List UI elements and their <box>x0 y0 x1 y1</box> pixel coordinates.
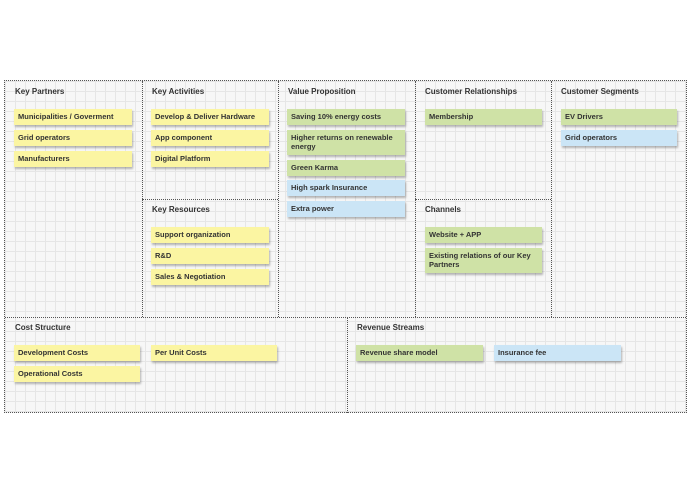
sticky-note[interactable]: Green Karma <box>287 160 405 176</box>
section-customer-relationships: Customer Relationships Membership <box>415 81 551 199</box>
section-cost-structure: Cost Structure Development Costs Operati… <box>5 317 347 413</box>
sticky-note[interactable]: Membership <box>425 109 542 125</box>
sticky-note[interactable]: Sales & Negotiation <box>151 269 269 285</box>
section-key-resources: Key Resources Support organization R&D S… <box>142 199 278 317</box>
divider-line <box>415 199 551 200</box>
sticky-note[interactable]: Website + APP <box>425 227 542 243</box>
sticky-note[interactable]: High spark Insurance <box>287 180 405 196</box>
sticky-note[interactable]: Saving 10% energy costs <box>287 109 405 125</box>
section-key-partners: Key Partners Municipalities / Goverment … <box>5 81 142 317</box>
sticky-note[interactable]: Revenue share model <box>356 345 483 361</box>
section-value-proposition: Value Proposition Saving 10% energy cost… <box>278 81 415 317</box>
sticky-note[interactable]: Digital Platform <box>151 151 269 167</box>
section-title: Key Activities <box>152 87 205 96</box>
sticky-note[interactable]: Grid operators <box>561 130 677 146</box>
sticky-note[interactable]: Higher returns on renewable energy <box>287 130 405 155</box>
sticky-note[interactable]: Development Costs <box>14 345 140 361</box>
divider-line <box>347 317 348 413</box>
sticky-note[interactable]: App component <box>151 130 269 146</box>
sticky-note[interactable]: Per Unit Costs <box>151 345 277 361</box>
sticky-note[interactable]: Existing relations of our Key Partners <box>425 248 542 273</box>
section-channels: Channels Website + APP Existing relation… <box>415 199 551 317</box>
section-title: Channels <box>425 205 462 214</box>
section-title: Key Resources <box>152 205 210 214</box>
sticky-note[interactable]: Operational Costs <box>14 366 140 382</box>
section-revenue-streams: Revenue Streams Revenue share model Insu… <box>347 317 686 413</box>
sticky-note[interactable]: R&D <box>151 248 269 264</box>
section-key-activities: Key Activities Develop & Deliver Hardwar… <box>142 81 278 199</box>
business-model-canvas: Key Partners Municipalities / Goverment … <box>4 80 687 413</box>
section-title: Cost Structure <box>15 323 71 332</box>
sticky-note[interactable]: Extra power <box>287 201 405 217</box>
divider-line <box>142 199 278 200</box>
section-title: Value Proposition <box>288 87 356 96</box>
section-title: Revenue Streams <box>357 323 425 332</box>
sticky-note[interactable]: Insurance fee <box>494 345 621 361</box>
sticky-note[interactable]: Support organization <box>151 227 269 243</box>
sticky-note[interactable]: Municipalities / Goverment <box>14 109 132 125</box>
section-title: Customer Segments <box>561 87 639 96</box>
sticky-note[interactable]: Manufacturers <box>14 151 132 167</box>
sticky-note[interactable]: Grid operators <box>14 130 132 146</box>
section-title: Key Partners <box>15 87 65 96</box>
sticky-note[interactable]: EV Drivers <box>561 109 677 125</box>
divider-line <box>551 81 552 317</box>
sticky-note[interactable]: Develop & Deliver Hardware <box>151 109 269 125</box>
section-customer-segments: Customer Segments EV Drivers Grid operat… <box>551 81 686 317</box>
divider-line <box>5 317 686 318</box>
section-title: Customer Relationships <box>425 87 518 96</box>
divider-line <box>278 81 279 317</box>
